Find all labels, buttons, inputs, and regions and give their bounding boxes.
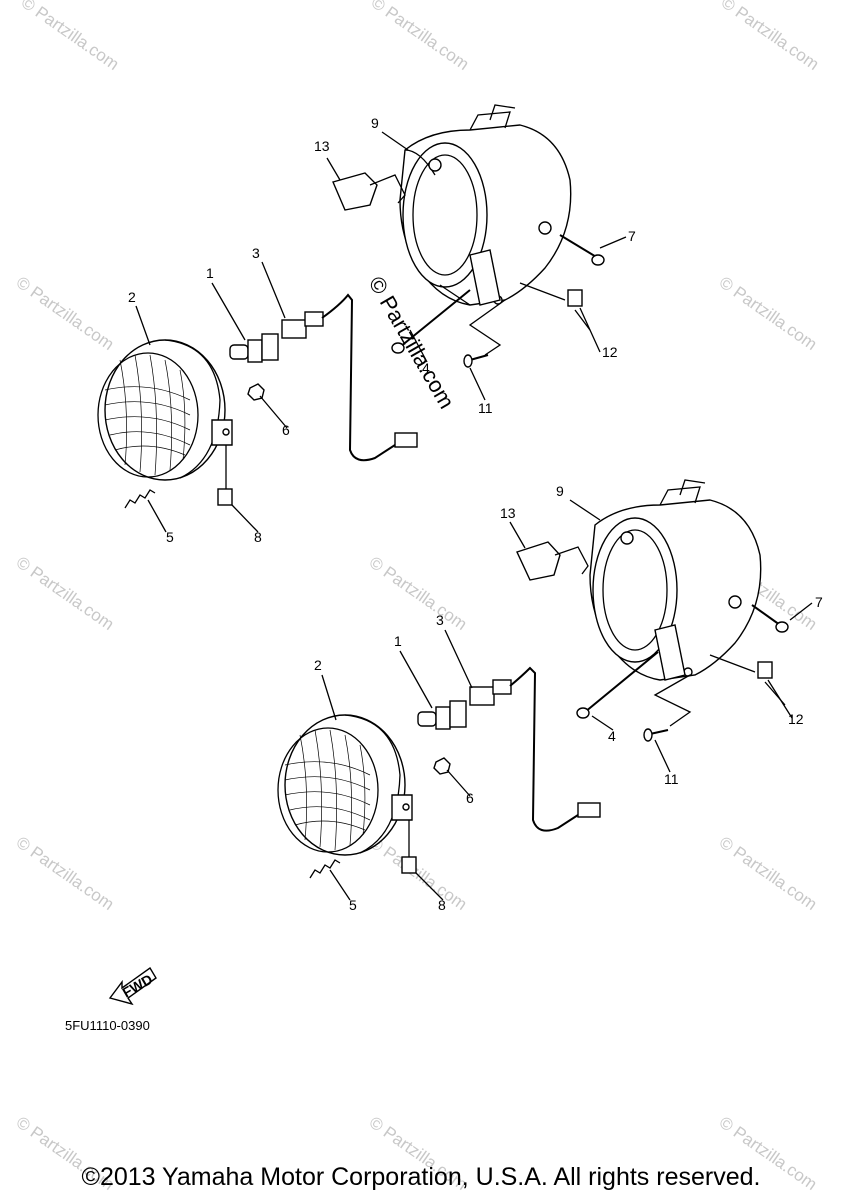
watermark: © Partzilla.com bbox=[718, 0, 823, 74]
bulb-socket bbox=[469, 666, 601, 832]
callout-label: 13 bbox=[314, 138, 330, 154]
bulb bbox=[417, 700, 467, 730]
watermark: © Partzilla.com bbox=[716, 273, 821, 354]
upper-callouts: 13 9 7 3 1 2 12 4 11 6 5 8 bbox=[128, 115, 636, 545]
headlight-housing bbox=[589, 479, 762, 681]
mount-bracket bbox=[211, 419, 233, 446]
callout-label: 1 bbox=[394, 633, 402, 649]
leader-line bbox=[369, 174, 406, 204]
callout-label: 2 bbox=[314, 657, 322, 673]
bolt bbox=[576, 651, 659, 719]
nut-clip bbox=[401, 856, 417, 874]
nut-clip bbox=[217, 488, 233, 506]
callout-label: 7 bbox=[628, 228, 636, 244]
screw bbox=[643, 728, 669, 742]
watermark: © Partzilla.com bbox=[13, 273, 118, 354]
callout-label: 13 bbox=[500, 505, 516, 521]
watermark: © Partzilla.com bbox=[13, 833, 118, 914]
callout-label: 3 bbox=[252, 245, 260, 261]
leader-line bbox=[653, 674, 692, 727]
housing-cap bbox=[516, 541, 561, 581]
callout-label: 9 bbox=[556, 483, 564, 499]
mount-bracket bbox=[391, 794, 413, 821]
leader-line bbox=[709, 654, 786, 706]
headlight-lens bbox=[97, 339, 226, 481]
watermark: © Partzilla.com bbox=[368, 0, 473, 74]
callout-label: 6 bbox=[466, 790, 474, 806]
callout-label: 9 bbox=[371, 115, 379, 131]
bulb-socket bbox=[281, 293, 418, 462]
callout-label: 8 bbox=[254, 529, 262, 545]
callout-label: 6 bbox=[282, 422, 290, 438]
callout-label: 11 bbox=[478, 400, 493, 416]
callout-label: 7 bbox=[815, 594, 823, 610]
watermark: © Partzilla.com bbox=[18, 0, 123, 74]
headlight-housing bbox=[399, 104, 572, 306]
callout-label: 3 bbox=[436, 612, 444, 628]
bolt bbox=[391, 289, 471, 354]
callout-label: 5 bbox=[166, 529, 174, 545]
callout-label: 11 bbox=[664, 771, 679, 787]
adjusting-spring bbox=[124, 489, 156, 509]
lower-headlight-assembly bbox=[277, 479, 789, 879]
screw bbox=[559, 234, 605, 266]
callout-label: 4 bbox=[422, 360, 430, 376]
lower-callouts: 9 13 7 3 1 2 12 4 11 6 5 8 bbox=[314, 483, 823, 913]
leader-line bbox=[554, 546, 589, 575]
watermark: © Partzilla.com bbox=[716, 833, 821, 914]
callout-label: 1 bbox=[206, 265, 214, 281]
upper-headlight-assembly bbox=[97, 104, 605, 509]
leader-line bbox=[519, 282, 591, 331]
watermark: © Partzilla.com bbox=[366, 833, 471, 914]
callout-label: 8 bbox=[438, 897, 446, 913]
adjusting-spring bbox=[309, 859, 341, 879]
diagram-code: 5FU1110-0390 bbox=[65, 1018, 150, 1033]
watermark: © Partzilla.com bbox=[366, 553, 471, 634]
screw bbox=[751, 604, 789, 633]
leader-line bbox=[468, 299, 506, 356]
copyright-notice: ©2013 Yamaha Motor Corporation, U.S.A. A… bbox=[82, 1163, 761, 1191]
headlight-lens bbox=[277, 714, 406, 856]
nut-clip bbox=[567, 289, 583, 307]
callout-label: 12 bbox=[602, 344, 618, 360]
callout-label: 4 bbox=[608, 728, 616, 744]
housing-cap bbox=[332, 172, 378, 211]
callout-label: 5 bbox=[349, 897, 357, 913]
fwd-arrow: FWD bbox=[108, 966, 157, 1006]
watermark: © Partzilla.com bbox=[13, 553, 118, 634]
screw bbox=[463, 354, 489, 368]
bulb bbox=[229, 333, 279, 363]
nut-clip bbox=[757, 661, 773, 679]
callout-label: 12 bbox=[788, 711, 804, 727]
callout-label: 2 bbox=[128, 289, 136, 305]
